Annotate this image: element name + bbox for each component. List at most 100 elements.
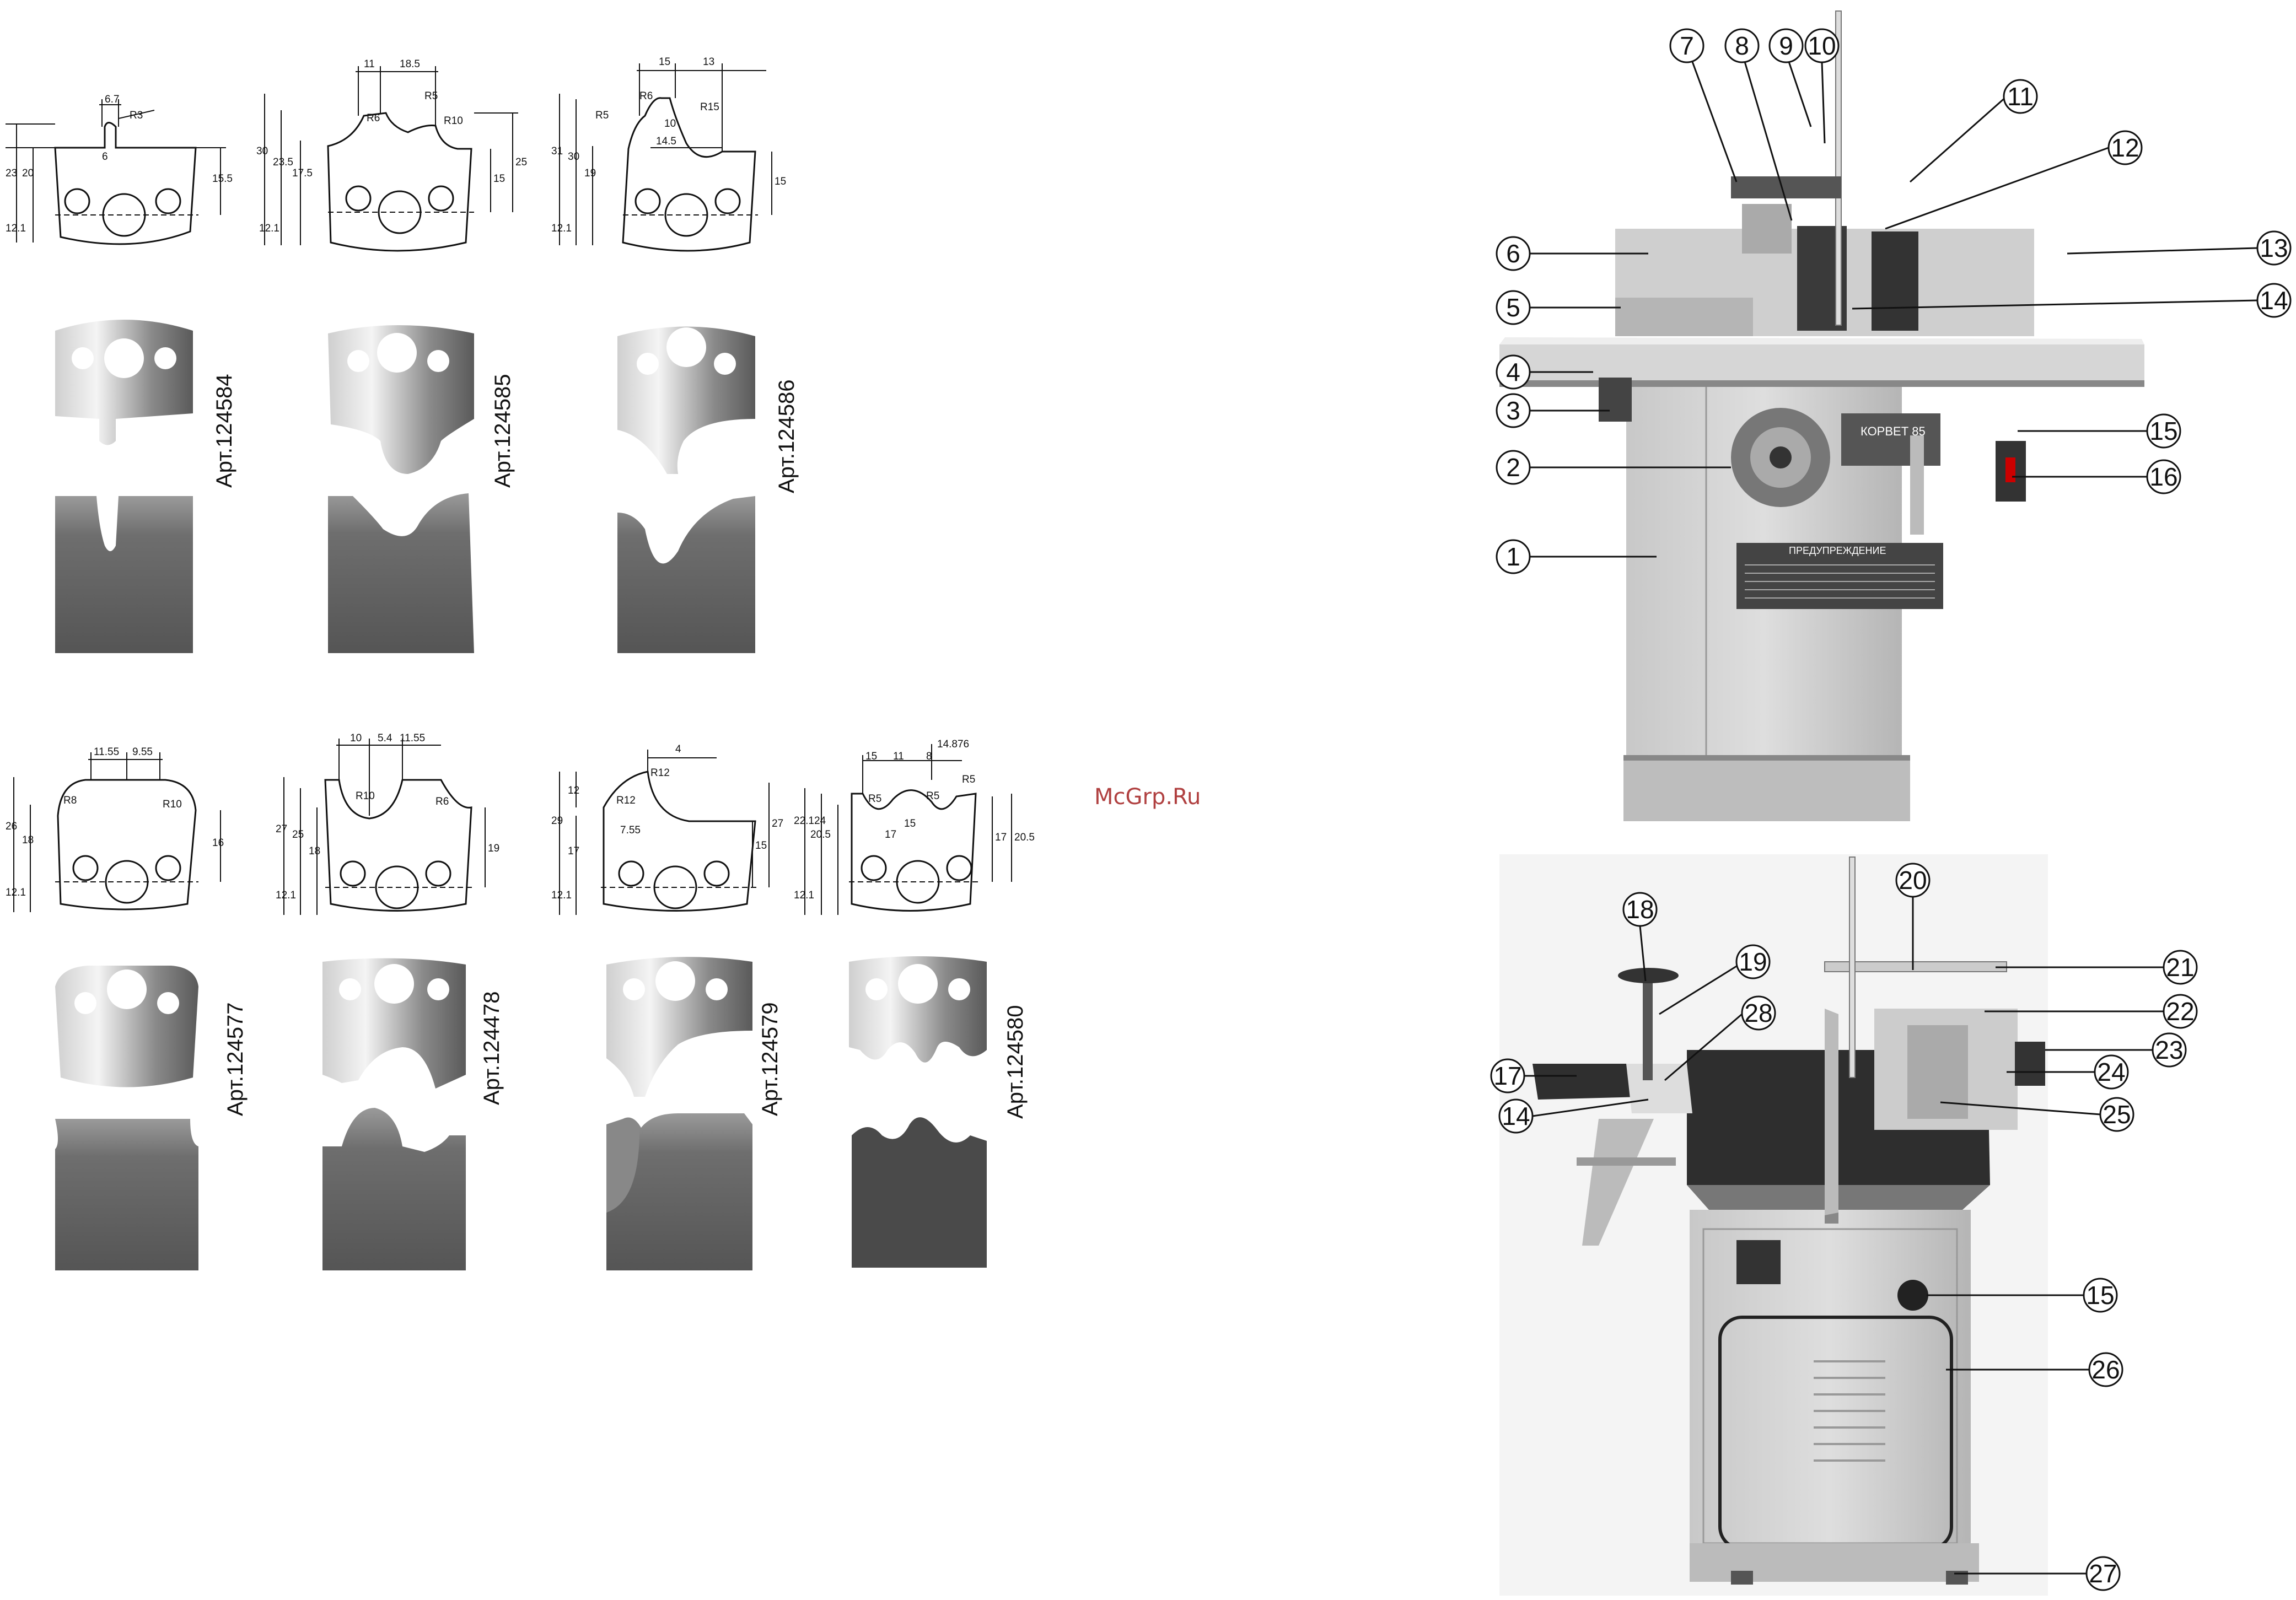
callout-number: 11 xyxy=(2007,82,2034,111)
dim-label: 12.1 xyxy=(551,890,572,901)
callout-number: 4 xyxy=(1506,358,1520,386)
dim-label: 8 xyxy=(926,751,932,762)
dim-label: R6 xyxy=(367,112,380,124)
dim-label: 20 xyxy=(22,168,34,179)
dim-label: 12.1 xyxy=(794,890,814,901)
callout-numbers-top: 1 2 3 4 5 6 7 8 9 10 11 12 13 14 15 16 xyxy=(1506,31,2288,571)
dim-label: 17.5 xyxy=(292,168,313,179)
knife-render-124579 xyxy=(606,957,752,1270)
callout-number: 25 xyxy=(2103,1100,2131,1129)
dim-label: R5 xyxy=(595,110,609,121)
dim-label: 25 xyxy=(292,829,304,841)
knife-render-124478 xyxy=(322,958,466,1270)
callout-19 xyxy=(1659,944,1771,1015)
dim-label: 30 xyxy=(568,151,579,163)
dim-label: R3 xyxy=(130,110,143,121)
dim-label: 15 xyxy=(755,840,767,852)
cutter-drawing-124580 xyxy=(804,744,1012,915)
callout-number: 16 xyxy=(2149,462,2177,491)
callout-9 xyxy=(1768,28,1812,127)
callout-12 xyxy=(1885,130,2143,230)
dim-label: 4 xyxy=(675,744,681,755)
callout-27 xyxy=(1954,1556,2121,1591)
dim-label: 12.1 xyxy=(6,887,26,898)
knife-render-124585 xyxy=(328,325,474,653)
callout-number: 14 xyxy=(1502,1102,1530,1130)
dim-label: 12.1 xyxy=(259,223,279,234)
article-label-124584: Арт.124584 xyxy=(212,374,236,488)
callout-number: 24 xyxy=(2097,1058,2125,1086)
dim-label: 15 xyxy=(493,173,505,185)
callout-13 xyxy=(2067,230,2292,266)
callout-24 xyxy=(2007,1054,2129,1090)
dim-label: 25 xyxy=(515,157,527,168)
dim-label: 6 xyxy=(102,151,108,163)
article-label-124579: Арт.124579 xyxy=(758,1002,782,1116)
callout-number: 12 xyxy=(2111,133,2139,162)
dim-label: 12.1 xyxy=(6,223,26,234)
dim-label: 29 xyxy=(551,815,563,827)
dim-label: 6.7 xyxy=(105,94,119,105)
callout-4 xyxy=(1496,354,1593,390)
callout-number: 18 xyxy=(1626,895,1654,924)
dim-label: 19 xyxy=(488,843,499,854)
knife-render-124580 xyxy=(849,956,987,1268)
callout-number: 9 xyxy=(1779,31,1793,60)
dim-label: 9.55 xyxy=(132,746,153,758)
dim-label: 18.5 xyxy=(400,58,420,70)
dimension-labels: 6.7 R3 23 20 15.5 6 12.1 11 18.5 R5 R6 R… xyxy=(6,56,1035,901)
warning-title: ПРЕДУПРЕЖДЕНИЕ xyxy=(1789,545,1886,556)
dim-label: 15 xyxy=(659,56,670,68)
callout-25 xyxy=(1940,1097,2134,1132)
dim-label: 15.5 xyxy=(212,173,233,185)
dim-label: R10 xyxy=(444,115,463,127)
dim-label: 27 xyxy=(772,818,783,829)
cutter-drawing-124577 xyxy=(13,752,221,912)
dim-label: 11 xyxy=(893,751,904,762)
dim-label: R15 xyxy=(700,101,719,113)
callout-number: 5 xyxy=(1506,293,1520,322)
dim-label: 14.876 xyxy=(937,739,969,750)
dim-label: 31 xyxy=(551,146,563,157)
callouts-bottom xyxy=(1490,863,2198,1591)
callout-21 xyxy=(1996,950,2198,985)
callout-18 xyxy=(1622,892,1658,982)
dim-label: 14.5 xyxy=(656,136,676,147)
dim-label: 12 xyxy=(568,785,579,796)
dim-label: 18 xyxy=(22,834,34,846)
callout-number: 19 xyxy=(1739,947,1767,976)
callout-number: 21 xyxy=(2166,953,2194,982)
callout-28 xyxy=(1664,995,1776,1081)
callout-number: 1 xyxy=(1506,542,1520,571)
cutter-drawing-124478 xyxy=(283,739,486,915)
callout-number: 14 xyxy=(2260,286,2288,315)
dim-label: 20.5 xyxy=(810,829,831,841)
callout-26 xyxy=(1946,1352,2123,1387)
dim-label: R5 xyxy=(926,790,939,802)
dim-label: 11.55 xyxy=(400,732,425,744)
dim-label: 15 xyxy=(865,751,877,762)
callout-17 xyxy=(1490,1058,1577,1093)
callout-1 xyxy=(1496,539,1657,574)
callout-15 xyxy=(2018,413,2181,449)
callout-6 xyxy=(1496,236,1648,271)
dim-label: 15 xyxy=(904,818,916,829)
callout-15b xyxy=(1927,1278,2118,1313)
dim-label: 7.55 xyxy=(620,825,641,836)
dim-label: 11.55 xyxy=(94,746,119,758)
article-label-124478: Арт.124478 xyxy=(480,991,504,1105)
dim-label: 18 xyxy=(309,845,320,857)
dim-label: R12 xyxy=(616,795,636,806)
callout-20 xyxy=(1895,863,1931,970)
knife-render-124586 xyxy=(617,326,755,653)
article-label-124580: Арт.124580 xyxy=(1003,1005,1028,1119)
callout-number: 13 xyxy=(2260,234,2288,262)
callout-number: 7 xyxy=(1680,31,1694,60)
machine-top-illustration: КОРВЕТ 85 ПРЕДУПРЕЖДЕНИЕ xyxy=(1499,10,2144,821)
dim-label: R5 xyxy=(424,90,438,102)
callout-number: 6 xyxy=(1506,239,1520,268)
callout-14 xyxy=(1852,283,2292,318)
callout-8 xyxy=(1724,28,1793,221)
cutter-drawing-124585 xyxy=(264,66,518,252)
